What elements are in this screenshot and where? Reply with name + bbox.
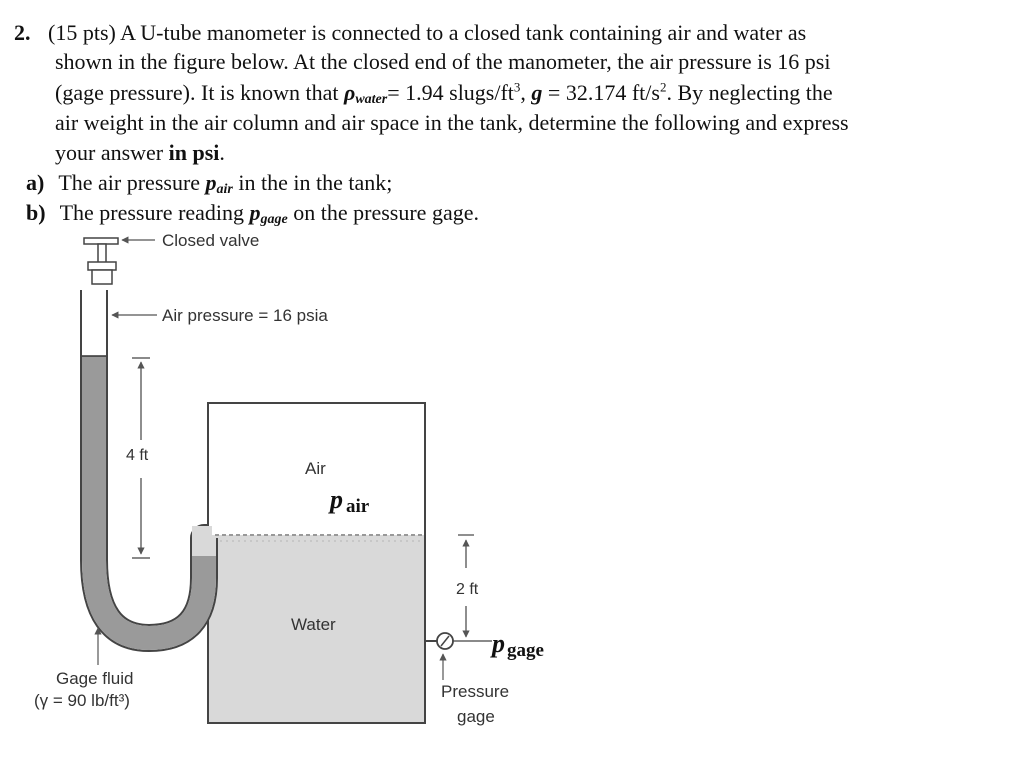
text-segment: .: [219, 140, 225, 165]
closed-valve-icon: [83, 237, 119, 285]
problem-text-1: (15 pts) A U-tube manometer is connected…: [48, 20, 807, 45]
problem-statement: 2. (15 pts) A U-tube manometer is connec…: [0, 0, 1024, 230]
pressure-gage-label-1: Pressure: [441, 682, 509, 701]
text-segment: (gage pressure). It is known that: [55, 80, 344, 105]
part-b: b) The pressure reading pgage on the pres…: [26, 198, 479, 232]
water-label: Water: [291, 615, 336, 634]
part-a: a) The air pressure pair in the in the ta…: [26, 168, 392, 202]
text-segment: The pressure reading: [59, 200, 250, 225]
superscript: 2: [659, 79, 667, 95]
p-gage-subscript: gage: [507, 640, 544, 661]
pressure-gage-label-2: gage: [457, 707, 495, 726]
dimension-4ft: [132, 357, 150, 559]
text-segment: ,: [520, 80, 532, 105]
air-label: Air: [305, 459, 326, 478]
gage-subscript: gage: [260, 212, 288, 227]
water-in-tube: [192, 526, 216, 556]
problem-line-5: your answer in psi.: [55, 138, 225, 168]
problem-line-4: air weight in the air column and air spa…: [55, 110, 849, 135]
p-symbol: p: [205, 170, 217, 195]
p-symbol: p: [249, 200, 261, 225]
superscript: 3: [513, 79, 521, 95]
water-fill: [208, 535, 425, 723]
gage-fluid: [82, 356, 216, 651]
text-segment: = 1.94 slugs/ft: [387, 80, 514, 105]
height-2ft-label: 2 ft: [456, 581, 479, 598]
air-subscript: air: [216, 182, 233, 197]
height-4ft-label: 4 ft: [126, 447, 149, 464]
rho-subscript: water: [355, 92, 388, 107]
text-segment: . By neglecting the: [666, 80, 833, 105]
p-air-subscript: air: [346, 496, 370, 517]
problem-number: 2.: [14, 20, 31, 45]
pressure-gauge-icon: [425, 632, 454, 650]
gage-fluid-label-2: (γ = 90 lb/ft³): [34, 691, 130, 710]
closed-valve-label: Closed valve: [162, 231, 259, 250]
gage-fluid-label-1: Gage fluid: [56, 669, 134, 688]
problem-line-3: (gage pressure). It is known that ρwater…: [55, 78, 833, 112]
tube-outer: [80, 290, 218, 652]
text-segment: The air pressure: [58, 170, 206, 195]
text-segment: = 32.174 ft/s: [542, 80, 660, 105]
manometer-figure: Closed valve Air pressure = 16 psia 4 ft…: [34, 231, 544, 726]
part-b-label: b): [26, 200, 46, 225]
u-tube: [80, 290, 218, 652]
text-segment: your answer: [55, 140, 169, 165]
text-segment: in the in the tank;: [232, 170, 393, 195]
dimension-2ft: [458, 534, 474, 638]
problem-line-1: 2. (15 pts) A U-tube manometer is connec…: [14, 18, 806, 48]
air-pressure-label: Air pressure = 16 psia: [162, 306, 328, 325]
text-segment: on the pressure gage.: [287, 200, 479, 225]
problem-line-2: shown in the figure below. At the closed…: [55, 49, 831, 74]
p-air-symbol: p: [328, 485, 343, 514]
tank: [207, 402, 426, 724]
rho-symbol: ρ: [343, 80, 356, 105]
g-symbol: g: [531, 80, 543, 105]
part-a-label: a): [26, 170, 45, 195]
bold-text: in psi: [168, 140, 220, 165]
p-gage-symbol: p: [490, 629, 505, 658]
